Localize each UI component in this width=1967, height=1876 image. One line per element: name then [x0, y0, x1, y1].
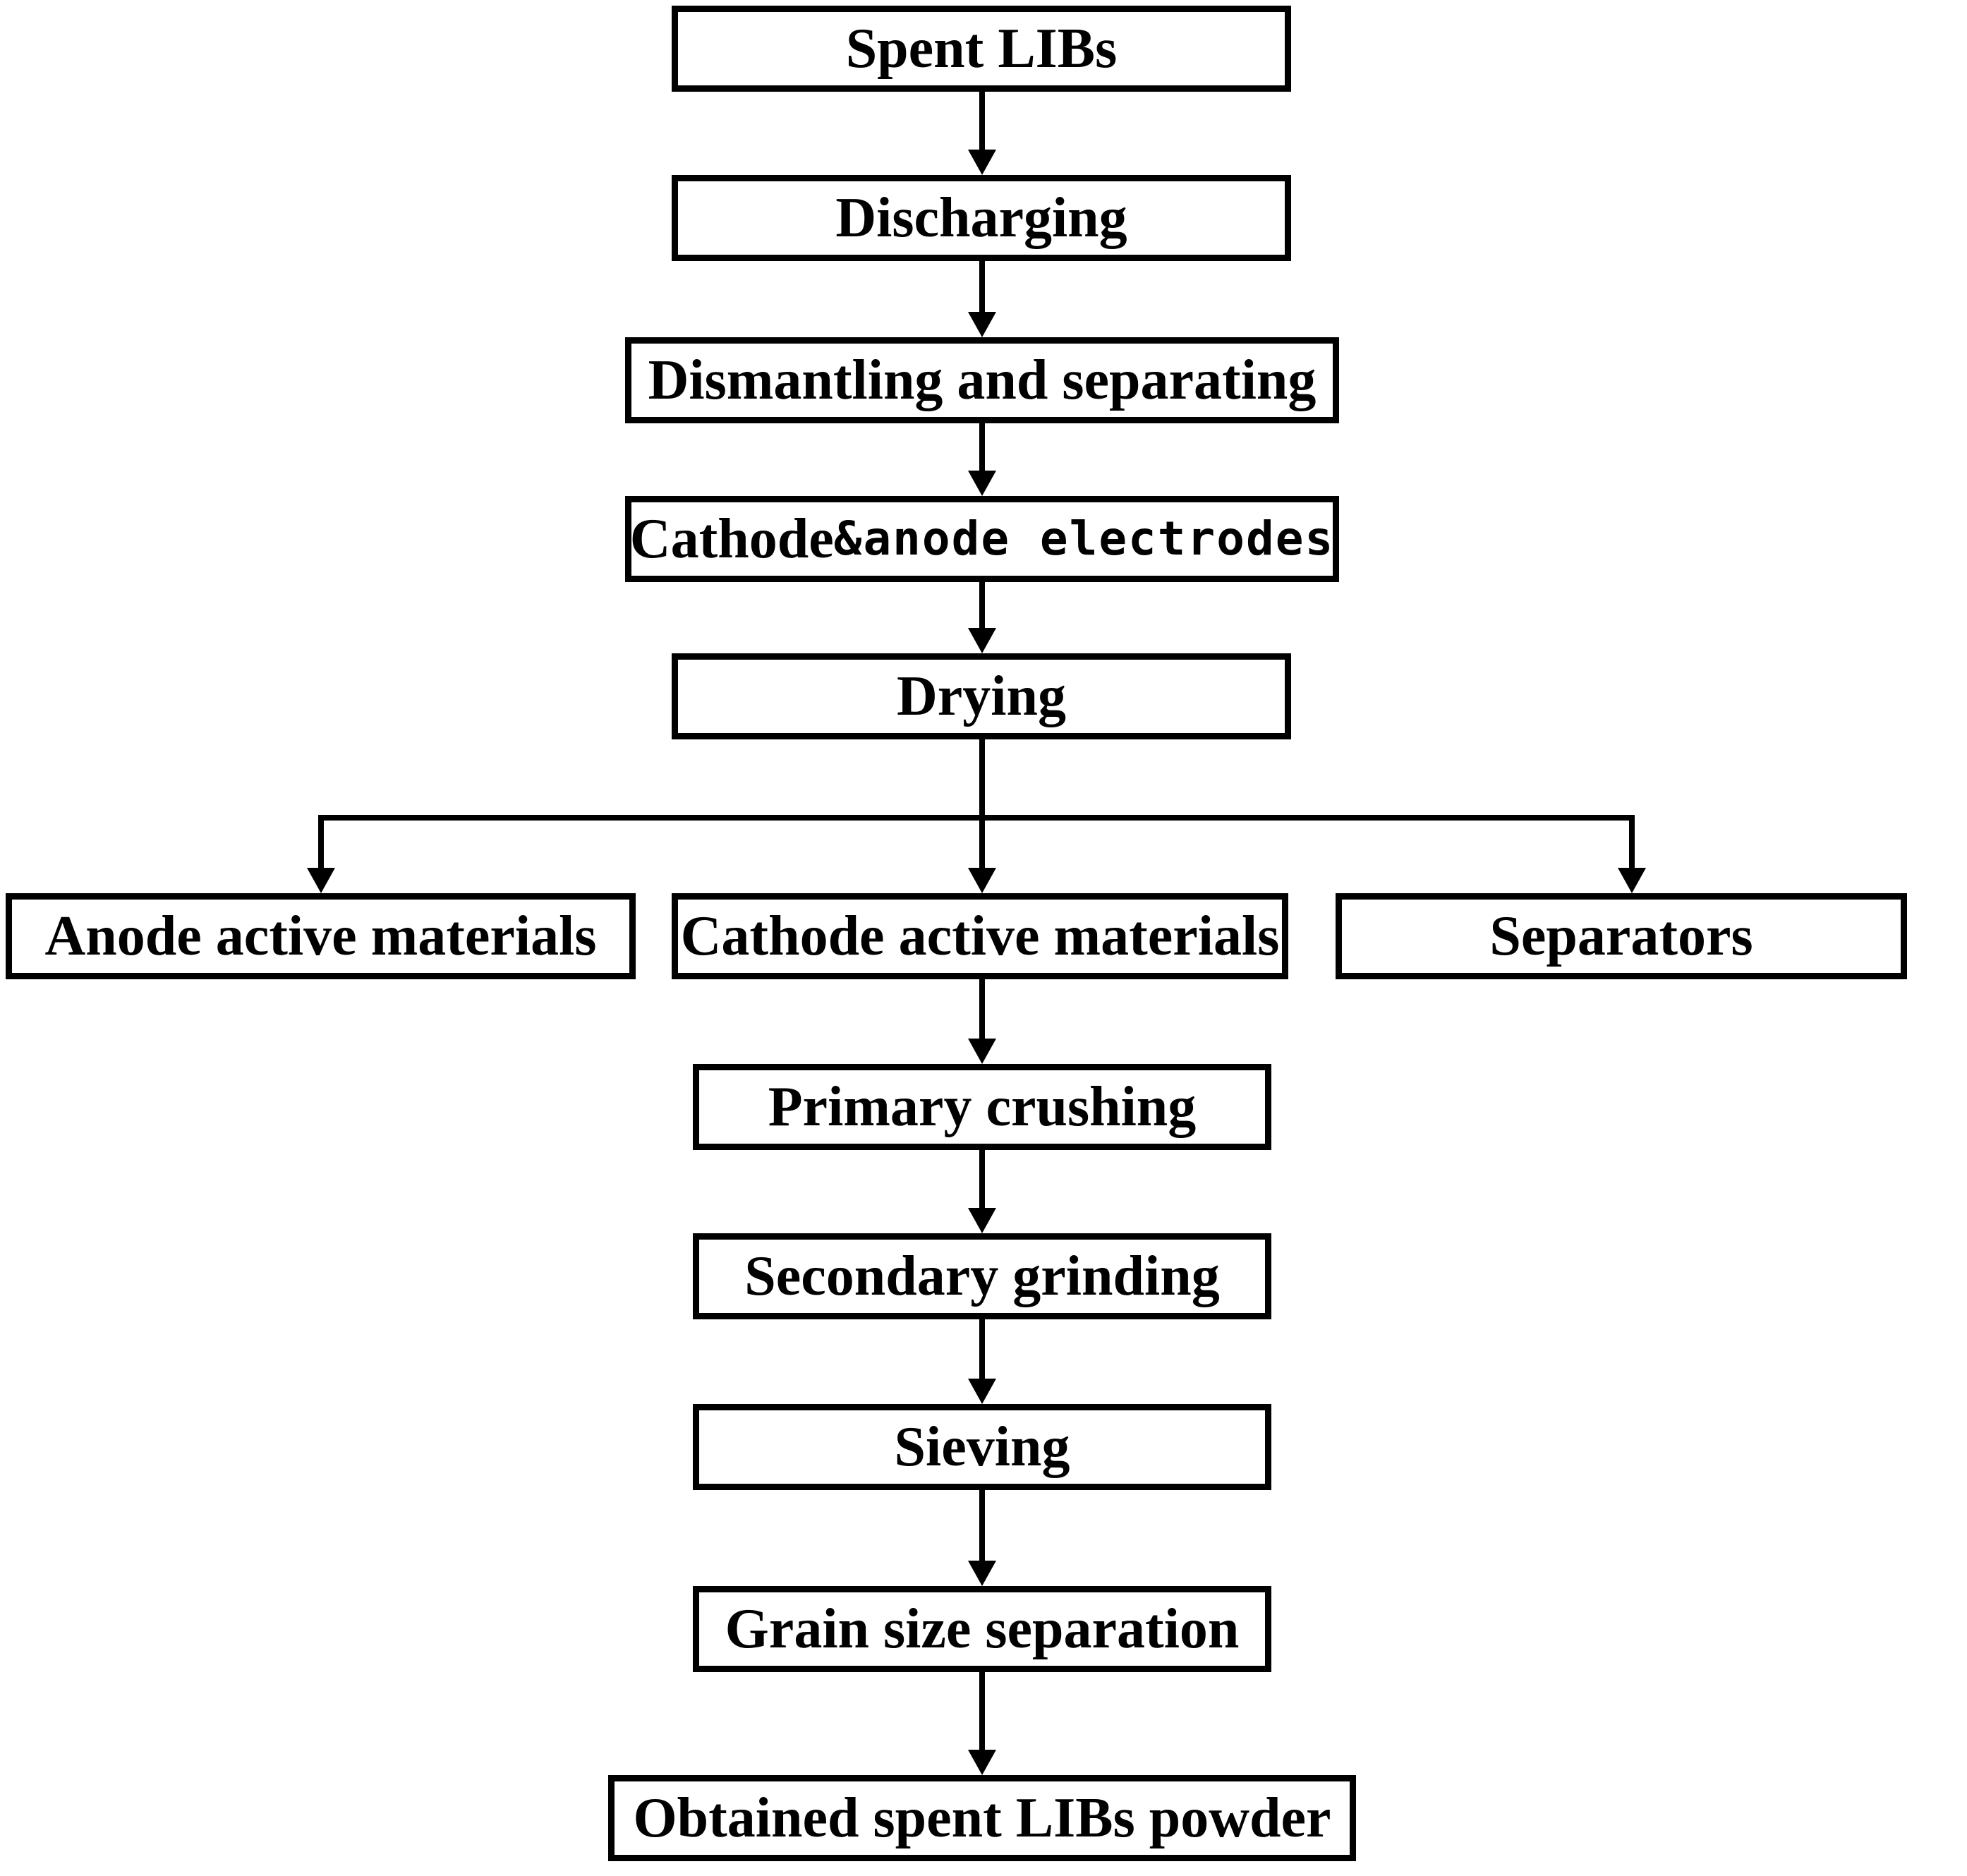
node-secondary-grinding: Secondary grinding: [693, 1233, 1271, 1319]
arrow-spent-libs-to-discharging: [968, 92, 996, 175]
node-primary-crushing-label: Primary crushing: [768, 1076, 1197, 1138]
node-sieving: Sieving: [693, 1404, 1271, 1490]
arrow-grain-size-to-obtained-powder: [968, 1672, 996, 1775]
arrow-branch-to-separators: [1618, 815, 1646, 893]
node-obtained-powder-label: Obtained spent LIBs powder: [633, 1787, 1331, 1849]
node-secondary-grinding-label: Secondary grinding: [744, 1245, 1220, 1307]
node-cathode-materials-label: Cathode active materials: [680, 905, 1280, 967]
arrow-electrodes-to-drying: [968, 582, 996, 653]
node-discharging-label: Discharging: [835, 187, 1127, 249]
node-drying-label: Drying: [897, 665, 1066, 727]
arrow-primary-crushing-to-secondary-grinding: [968, 1150, 996, 1233]
node-cathode-active-materials: Cathode active materials: [672, 893, 1288, 979]
node-spent-libs-label: Spent LIBs: [845, 18, 1118, 80]
arrow-branch-to-anode-materials: [307, 815, 335, 893]
node-spent-libs: Spent LIBs: [672, 6, 1291, 92]
arrow-secondary-grinding-to-sieving: [968, 1319, 996, 1404]
node-anode-active-materials: Anode active materials: [6, 893, 636, 979]
node-grain-size-separation: Grain size separation: [693, 1586, 1271, 1672]
node-anode-materials-label: Anode active materials: [44, 905, 597, 967]
node-grain-size-label: Grain size separation: [725, 1598, 1240, 1660]
arrow-sieving-to-grain-size-separation: [968, 1490, 996, 1586]
node-electrodes-label-suffix: &anode electrodes: [833, 512, 1335, 566]
node-discharging: Discharging: [672, 175, 1291, 261]
arrow-dismantling-to-electrodes: [968, 423, 996, 496]
arrow-drying-to-cathode-materials: [968, 739, 996, 893]
node-separators-label: Separators: [1489, 905, 1753, 967]
node-dismantling-label: Dismantling and separating: [648, 349, 1317, 411]
node-obtained-spent-libs-powder: Obtained spent LIBs powder: [608, 1775, 1356, 1861]
node-dismantling-and-separating: Dismantling and separating: [625, 337, 1339, 423]
node-separators: Separators: [1336, 893, 1907, 979]
node-drying: Drying: [672, 653, 1291, 739]
node-primary-crushing: Primary crushing: [693, 1064, 1271, 1150]
arrow-discharging-to-dismantling: [968, 261, 996, 337]
node-cathode-anode-electrodes: Cathode&anode electrodes: [625, 496, 1339, 582]
arrow-cathode-materials-to-primary-crushing: [968, 979, 996, 1064]
node-sieving-label: Sieving: [894, 1416, 1070, 1478]
node-electrodes-label-prefix: Cathode: [629, 508, 834, 570]
